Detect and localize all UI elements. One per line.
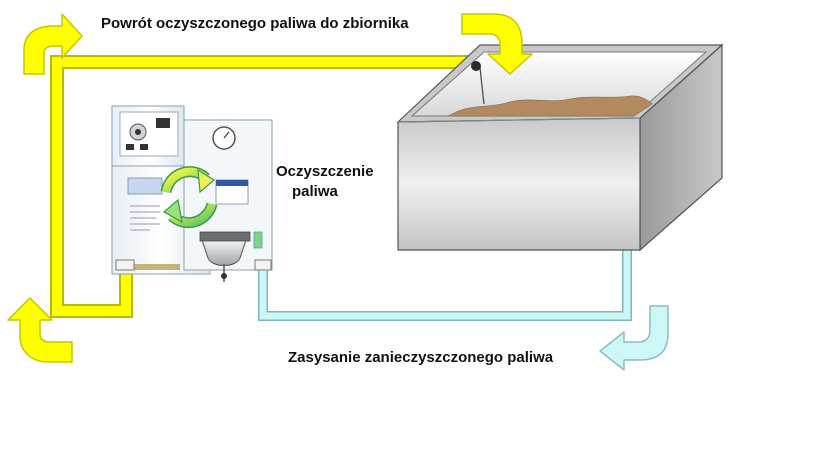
intake-flow-arrow: [599, 305, 669, 371]
filter-bowl: [201, 239, 247, 266]
purification-cycle-icon: [160, 166, 218, 229]
purification-label: Oczyszczenie paliwa: [276, 162, 396, 202]
return-flow-arrow-top-left: [23, 13, 83, 75]
intake-contaminated-label: Zasysanie zanieczyszczonego paliwa: [288, 349, 554, 366]
fuel-tank: [396, 43, 724, 252]
intake-fuel-line: [258, 250, 632, 321]
fuel-surface: [447, 95, 653, 117]
fuel-polishing-machine: [111, 105, 273, 282]
machine-label-plate: [127, 177, 163, 195]
purification-label-line1: Oczyszczenie: [276, 163, 374, 180]
purification-label-line2: paliwa: [292, 183, 338, 200]
return-nozzle: [471, 61, 481, 71]
return-flow-arrow-into-tank: [461, 13, 533, 75]
return-flow-arrow-bottom-left: [7, 297, 73, 363]
outlet-connector: [115, 259, 135, 271]
return-fuel-label: Powrót oczyszczonego paliwa do zbiornika: [101, 15, 409, 32]
inlet-connector: [254, 259, 272, 271]
